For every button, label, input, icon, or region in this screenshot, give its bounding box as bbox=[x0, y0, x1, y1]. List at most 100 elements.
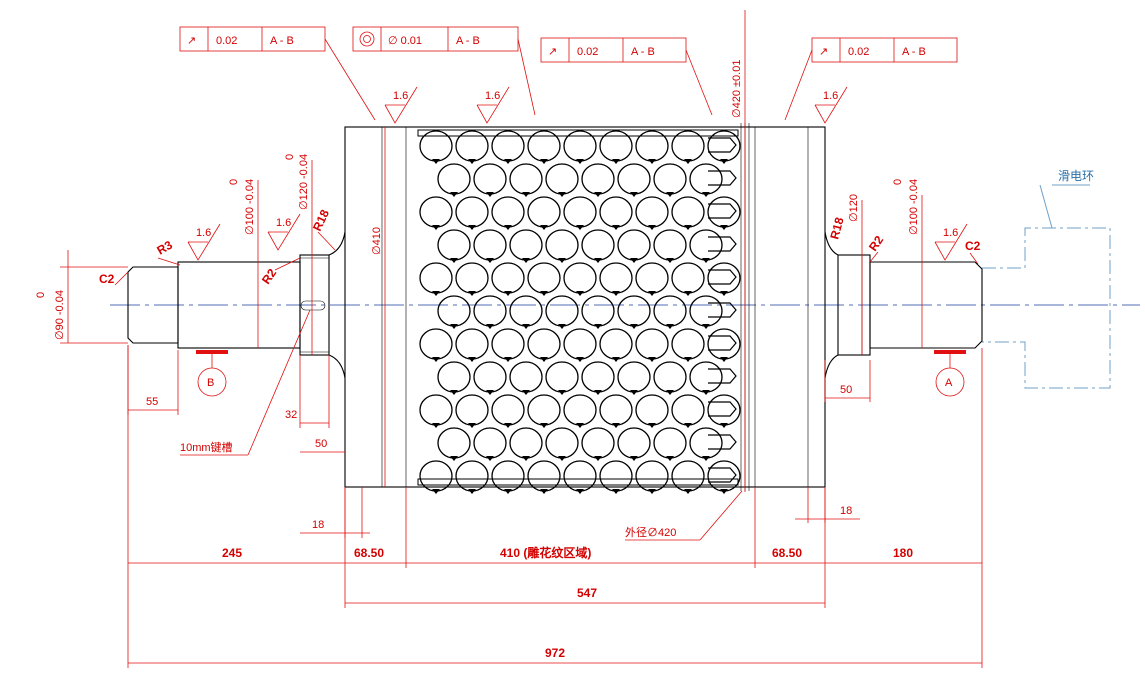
svg-text:1.6: 1.6 bbox=[485, 90, 500, 102]
pattern-node bbox=[666, 192, 674, 197]
pattern-node bbox=[684, 357, 692, 362]
svg-text:∅90 -0.04: ∅90 -0.04 bbox=[54, 290, 66, 340]
pattern-cell bbox=[455, 262, 489, 294]
pattern-tab bbox=[708, 203, 737, 219]
pattern-node bbox=[432, 489, 440, 494]
pattern-cell bbox=[617, 229, 651, 261]
pattern-tab bbox=[708, 401, 737, 417]
pattern-node bbox=[612, 225, 620, 230]
pattern-cell bbox=[437, 427, 471, 459]
pattern-tab bbox=[708, 434, 737, 450]
pattern-cell bbox=[581, 229, 615, 261]
svg-text:18: 18 bbox=[312, 519, 324, 531]
pattern-tab bbox=[708, 236, 737, 252]
pattern-cell bbox=[563, 196, 597, 228]
pattern-node bbox=[468, 291, 476, 296]
svg-text:245: 245 bbox=[222, 546, 242, 560]
pattern-node bbox=[630, 390, 638, 395]
pattern-node bbox=[702, 192, 710, 197]
svg-text:A - B: A - B bbox=[631, 46, 655, 58]
pattern-node bbox=[576, 357, 584, 362]
datum-a: A bbox=[934, 350, 966, 397]
pattern-node bbox=[450, 258, 458, 263]
pattern-node bbox=[522, 258, 530, 263]
pattern-node bbox=[630, 324, 638, 329]
svg-text:180: 180 bbox=[893, 546, 913, 560]
svg-text:0: 0 bbox=[892, 179, 904, 185]
datum-b: B bbox=[196, 350, 228, 397]
pattern-node bbox=[720, 291, 728, 296]
svg-text:∅120: ∅120 bbox=[848, 194, 860, 222]
slip-ring-phantom bbox=[982, 184, 1111, 389]
pattern-node bbox=[468, 357, 476, 362]
pattern-cell bbox=[581, 295, 615, 327]
pattern-band bbox=[417, 478, 739, 486]
svg-text:50: 50 bbox=[315, 438, 327, 450]
svg-text:1.6: 1.6 bbox=[823, 90, 838, 102]
pattern-node bbox=[576, 291, 584, 296]
pattern-cell bbox=[509, 361, 543, 393]
pattern-cell bbox=[545, 361, 579, 393]
pattern-node bbox=[558, 456, 566, 461]
svg-text:68.50: 68.50 bbox=[354, 546, 384, 560]
pattern-cell bbox=[509, 229, 543, 261]
pattern-node bbox=[558, 390, 566, 395]
pattern-node bbox=[648, 357, 656, 362]
pattern-node bbox=[522, 192, 530, 197]
pattern-cell bbox=[455, 394, 489, 426]
pattern-cell bbox=[545, 163, 579, 195]
svg-text:A - B: A - B bbox=[902, 46, 926, 58]
keyway-label: 10mm键槽 bbox=[180, 440, 233, 454]
pattern-node bbox=[540, 159, 548, 164]
pattern-cell bbox=[617, 361, 651, 393]
pattern-cell bbox=[509, 295, 543, 327]
pattern-node bbox=[450, 456, 458, 461]
pattern-node bbox=[702, 456, 710, 461]
svg-text:1.6: 1.6 bbox=[276, 217, 291, 229]
pattern-node bbox=[432, 357, 440, 362]
svg-text:1.6: 1.6 bbox=[393, 90, 408, 102]
pattern-cell bbox=[599, 196, 633, 228]
pattern-tab bbox=[708, 368, 737, 384]
pattern-cell bbox=[635, 196, 669, 228]
pattern-cell bbox=[491, 262, 525, 294]
pattern-cell bbox=[635, 328, 669, 360]
pattern-cell bbox=[581, 361, 615, 393]
svg-text:55: 55 bbox=[146, 396, 158, 408]
pattern-node bbox=[450, 390, 458, 395]
pattern-cell bbox=[653, 229, 687, 261]
pattern-node bbox=[630, 192, 638, 197]
pattern-cell bbox=[491, 328, 525, 360]
pattern-cell bbox=[419, 262, 453, 294]
pattern-node bbox=[432, 225, 440, 230]
svg-text:∅420 ±0.01: ∅420 ±0.01 bbox=[731, 60, 743, 118]
pattern-node bbox=[648, 225, 656, 230]
pattern-cell bbox=[509, 427, 543, 459]
pattern-node bbox=[720, 159, 728, 164]
pattern-node bbox=[666, 390, 674, 395]
svg-text:R3: R3 bbox=[155, 238, 176, 258]
pattern-node bbox=[576, 423, 584, 428]
pattern-node bbox=[540, 225, 548, 230]
pattern-cell bbox=[635, 394, 669, 426]
pattern-node bbox=[612, 489, 620, 494]
pattern-cell bbox=[419, 328, 453, 360]
fcf-mid-runout: ↗ 0.02 A - B bbox=[540, 37, 713, 116]
pattern-node bbox=[504, 423, 512, 428]
diameter-dims: ∅420 ±0.01 ∅410 ∅120 -0.04 0 ∅100 -0.04 … bbox=[35, 10, 923, 492]
overall-length-dims: 245 68.50 410 (雕花纹区域) 68.50 180 547 972 bbox=[127, 345, 983, 668]
pattern-node bbox=[648, 489, 656, 494]
pattern-node bbox=[504, 357, 512, 362]
pattern-cell bbox=[599, 394, 633, 426]
svg-text:∅120 -0.04: ∅120 -0.04 bbox=[298, 154, 310, 210]
pattern-cell bbox=[419, 394, 453, 426]
pattern-cell bbox=[509, 163, 543, 195]
pattern-cell bbox=[473, 361, 507, 393]
pattern-node bbox=[468, 159, 476, 164]
pattern-node bbox=[468, 423, 476, 428]
pattern-cell bbox=[527, 262, 561, 294]
pattern-node bbox=[450, 324, 458, 329]
pattern-node bbox=[720, 489, 728, 494]
pattern-cell bbox=[545, 295, 579, 327]
pattern-cell bbox=[527, 196, 561, 228]
